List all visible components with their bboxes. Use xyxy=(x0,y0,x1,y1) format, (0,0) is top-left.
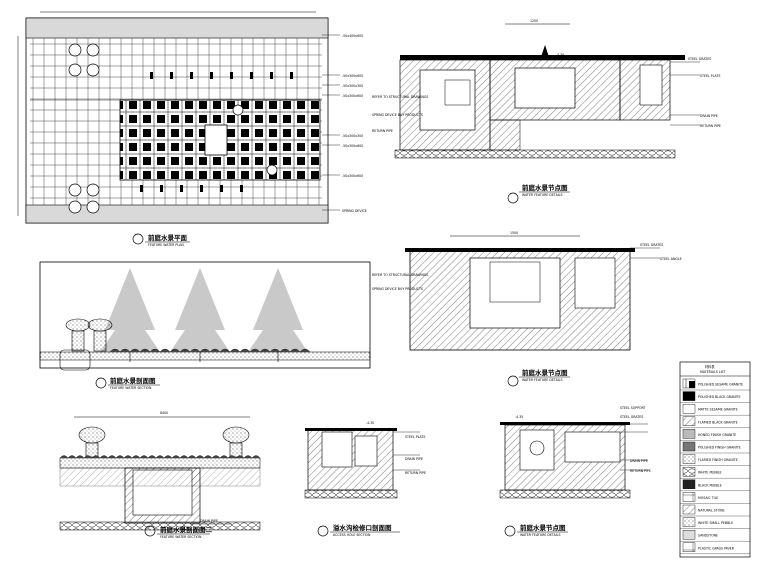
plan-title: 前庭水景平面 xyxy=(148,233,188,242)
section2-dim: 8400 xyxy=(160,411,168,415)
detail-top-spring: SPRING DEVICE BUY PRODUCTS xyxy=(372,113,423,117)
feature-water-plan: -50x400x600 -50x300x600 -50x300x300 -50x30… xyxy=(17,11,367,247)
detail-mid-dim: 1500 xyxy=(510,231,518,235)
detail-top-subtitle: WATER FEATURE DETAILS xyxy=(522,193,563,197)
legend-swatch xyxy=(682,391,696,401)
detail-top-structural: REFER TO STRUCTURAL DRAWINGS xyxy=(372,95,428,99)
legend-swatch xyxy=(682,454,696,464)
access-subtitle: ACCESS HOLE SECTION xyxy=(333,533,371,537)
detail-bottom-grates: STEEL GRATES xyxy=(620,415,643,419)
access-drain: DRAIN PIPE xyxy=(405,457,423,461)
detail-bottom-title: 前庭水景节点图 xyxy=(520,523,566,532)
legend-swatch xyxy=(682,542,696,552)
legend-item: FLAMED BLACK GRANITE xyxy=(698,420,738,424)
legend-item: POLISHED SESAME GRANITE xyxy=(698,383,743,387)
section2-title: 前庭水景剖面图二 xyxy=(160,525,213,534)
legend-swatch xyxy=(682,530,696,540)
legend-item: SANDSTONE xyxy=(698,534,718,538)
legend-item: BLACK PEBBLE xyxy=(698,483,722,487)
water-feature-detail-top: 1200 STEEL GRATES STEEL PLATE DRAIN PIPE… xyxy=(372,19,721,204)
svg-text:-50x300x600: -50x300x600 xyxy=(342,94,363,98)
legend-item: MATTE SESAME GRANITE xyxy=(698,408,738,412)
svg-text:SPRING DEVICE: SPRING DEVICE xyxy=(342,209,367,213)
detail-bottom-level: -4.35 xyxy=(515,415,523,419)
legend-item: FLAMED FINISH GRANITE xyxy=(698,458,738,462)
section1-subtitle: FEATURE WATER SECTION xyxy=(110,386,152,390)
svg-text:-50x300x600: -50x300x600 xyxy=(342,174,363,178)
legend-item: NATURAL STONE xyxy=(698,509,725,513)
legend-item: POLISHED FINISH GRANITE xyxy=(698,446,741,450)
svg-text:-50x300x300: -50x300x300 xyxy=(342,84,363,88)
legend-swatch xyxy=(682,517,696,527)
access-hole-section: STEEL PLATE DRAIN PIPE RETURN PIPE -4.30… xyxy=(304,421,426,537)
water-feature-detail-mid: 1500 STEEL GRATES STEEL ANGLE REFER TO S… xyxy=(372,231,682,387)
water-feature-detail-bottom: STEEL SUPPORT STEEL GRATES DRAIN PIPE RE… xyxy=(499,406,651,537)
legend-item: POLISHED BLACK GRANITE xyxy=(698,395,741,399)
svg-text:-50x300x300: -50x300x300 xyxy=(342,134,363,138)
detail-bottom-subtitle: WATER FEATURE DETAILS xyxy=(520,533,561,537)
legend-swatch xyxy=(682,479,696,489)
legend-item: HONED FINISH GRANITE xyxy=(698,433,736,437)
detail-mid-structural: REFER TO STRUCTURAL DRAWINGS xyxy=(372,273,428,277)
legend-swatch xyxy=(682,416,696,426)
materials-legend: 材料表 MATERIALS LIST POLISHED SESAME GRANI… xyxy=(679,361,751,558)
section1-title: 前庭水景剖面图 xyxy=(110,376,156,385)
detail-top-level: -4.30 xyxy=(556,53,564,57)
legend-swatch xyxy=(682,404,696,414)
section2-drain-note: DRAIN PIPE xyxy=(200,519,218,523)
plan-subtitle: FEATURE WATER PLAN xyxy=(148,243,184,247)
detail-top-plate: STEEL PLATE xyxy=(700,74,720,78)
detail-top-grates: STEEL GRATES xyxy=(688,57,711,61)
detail-mid-angle: STEEL ANGLE xyxy=(660,257,682,261)
legend-swatch xyxy=(682,467,696,477)
detail-mid-title: 前庭水景节点图 xyxy=(522,368,568,377)
section2-subtitle: FEATURE WATER SECTION xyxy=(160,535,202,539)
svg-text:-50x300x600: -50x300x600 xyxy=(342,74,363,78)
detail-mid-subtitle: WATER FEATURE DETAILS xyxy=(522,378,563,382)
legend-swatch xyxy=(682,441,696,452)
feature-water-section-2: 8400 DRAIN PIPE 前庭水景剖面图二 FEATURE WATER S… xyxy=(59,411,261,539)
legend-swatch xyxy=(682,378,696,389)
detail-mid-grates: STEEL GRATES xyxy=(640,243,663,247)
access-plate: STEEL PLATE xyxy=(405,435,425,439)
legend-subtitle: MATERIALS LIST xyxy=(700,370,726,374)
legend-swatch xyxy=(682,504,696,515)
access-level: -4.30 xyxy=(366,421,374,425)
detail-top-title: 前庭水景节点图 xyxy=(522,183,568,192)
detail-top-return-left: RETURN PIPE xyxy=(372,129,393,133)
legend-item: PLASTIC GRASS PAVER xyxy=(698,546,735,550)
detail-top-drain: DRAIN PIPE xyxy=(700,114,718,118)
feature-water-section-1: 前庭水景剖面图 FEATURE WATER SECTION xyxy=(39,261,371,390)
svg-text:-50x400x600: -50x400x600 xyxy=(342,34,363,38)
legend-title: 材料表 xyxy=(705,364,715,369)
detail-bottom-return: RETURN PIPE xyxy=(630,469,651,473)
legend-item: WHITE PEBBLE xyxy=(698,471,722,475)
detail-bottom-support: STEEL SUPPORT xyxy=(620,406,645,410)
legend-item: MOSAIC TILE xyxy=(698,496,718,500)
detail-top-dim: 1200 xyxy=(530,19,538,23)
access-return: RETURN PIPE xyxy=(405,471,426,475)
svg-text:-50x300x600: -50x300x600 xyxy=(342,144,363,148)
legend-item: WHITE SMALL PEBBLE xyxy=(698,521,733,525)
detail-top-return: RETURN PIPE xyxy=(700,124,721,128)
legend-swatch xyxy=(682,429,696,439)
legend-swatch xyxy=(682,492,696,502)
access-title: 溢水沟检修口剖面图 xyxy=(333,523,392,532)
detail-bottom-drain: DRAIN PIPE xyxy=(630,459,648,463)
detail-mid-spring: SPRING DEVICE BUY PRODUCTS xyxy=(372,287,423,291)
